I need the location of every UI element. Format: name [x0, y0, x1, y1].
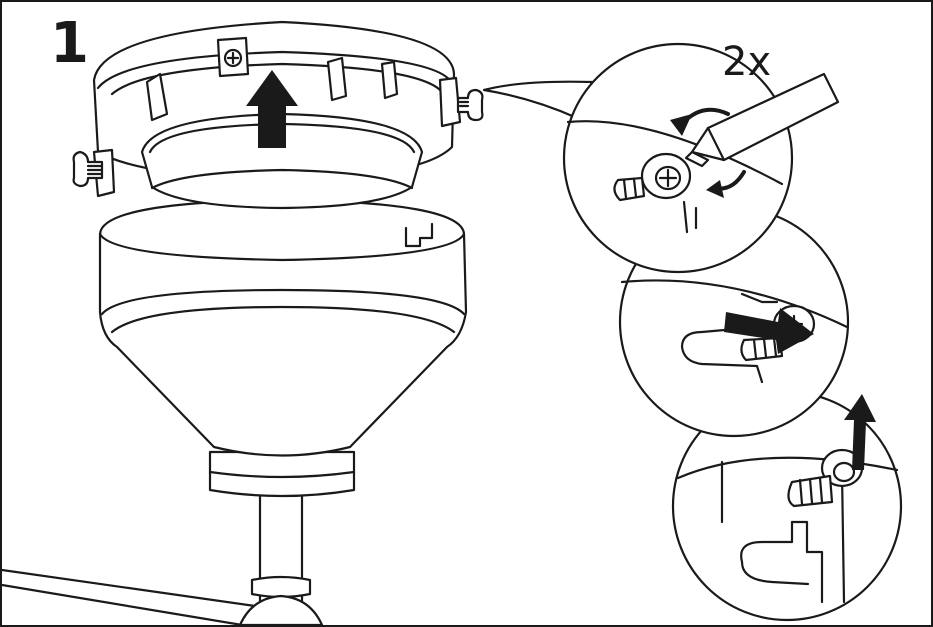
arrow-up-icon: [246, 70, 298, 148]
rotate-arrow-icon: [670, 107, 746, 198]
ceiling-surface-lines: [2, 568, 264, 625]
detail-circle-lift: [671, 390, 903, 622]
detail-circle-loosen: [562, 42, 840, 274]
screw-icon: [613, 152, 692, 202]
arrow-up-icon: [844, 394, 876, 470]
downrod: [238, 482, 324, 625]
arrow-right-icon: [724, 308, 814, 354]
screw-icon: [72, 150, 104, 188]
screw-icon: [787, 448, 864, 508]
screw-icon: [456, 88, 484, 122]
screwdriver-icon: [684, 72, 840, 168]
repeat-count-label: 2x: [722, 39, 772, 85]
canopy: [98, 198, 468, 498]
step-number: 1: [50, 11, 89, 76]
